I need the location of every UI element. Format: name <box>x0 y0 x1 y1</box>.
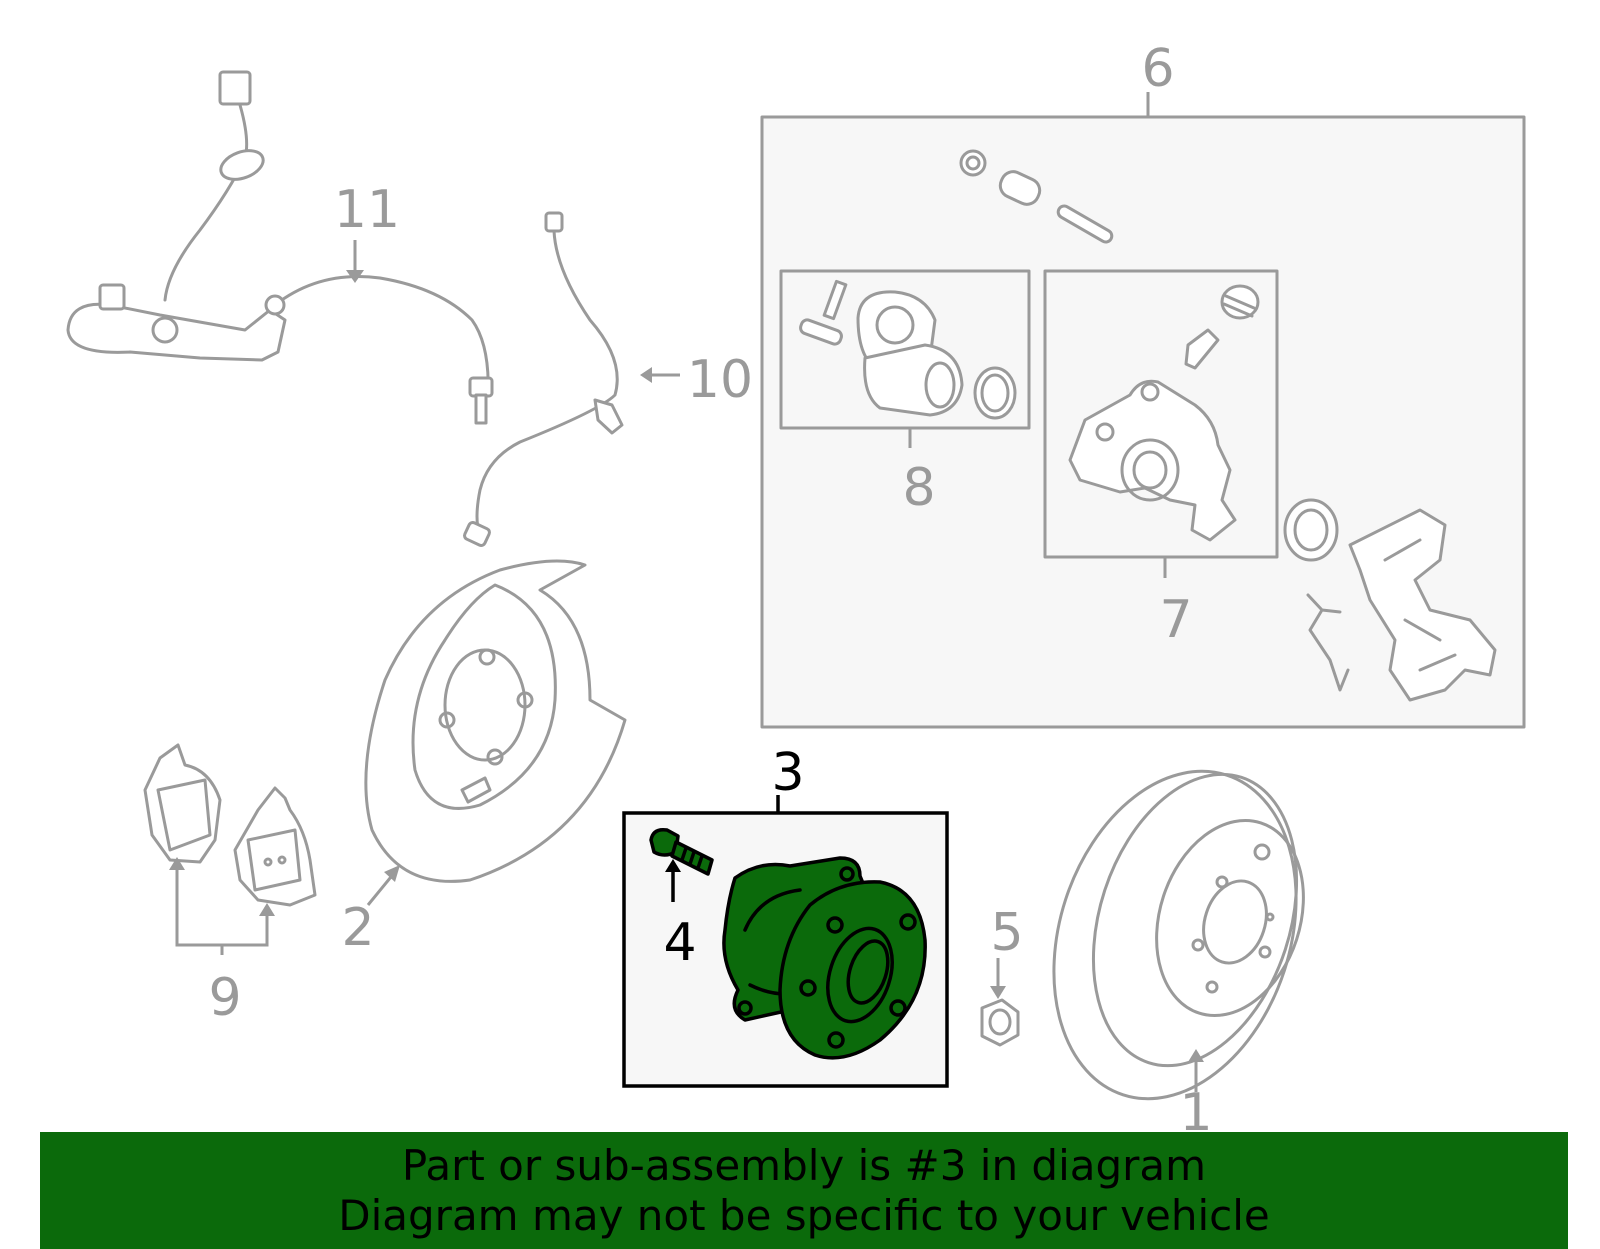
caliper-motor-part <box>799 279 1017 420</box>
callout-8: 8 <box>902 458 935 518</box>
callout-3: 3 <box>771 743 804 803</box>
wheel-stud-part <box>649 827 714 876</box>
brake-hose-part <box>463 211 624 547</box>
callout-5: 5 <box>990 903 1023 963</box>
caliper-body-part <box>1068 284 1260 542</box>
callout-7: 7 <box>1159 590 1192 650</box>
callout-11: 11 <box>334 180 400 240</box>
callout-6: 6 <box>1141 39 1174 99</box>
caliper-assembly-group <box>760 92 1526 729</box>
caliper-bracket-part <box>1348 508 1497 702</box>
banner-line-disclaimer: Diagram may not be specific to your vehi… <box>338 1190 1270 1240</box>
brake-pad-outer-part <box>233 786 317 907</box>
brake-rotor-part <box>1052 769 1305 1101</box>
lug-nut-part <box>980 998 1020 1047</box>
callout-4: 4 <box>663 913 696 973</box>
guide-pin-parts <box>959 149 1114 244</box>
banner-line-part-number: Part or sub-assembly is #3 in diagram <box>401 1140 1207 1190</box>
callout-10: 10 <box>687 350 753 410</box>
abs-sensor-harness-part <box>66 70 494 425</box>
brake-pad-inner-part <box>143 743 222 864</box>
anti-rattle-clip-part <box>1306 593 1350 692</box>
piston-seal-part <box>1283 498 1339 562</box>
callout-9: 9 <box>208 968 241 1028</box>
wheel-hub-bearing-part <box>722 856 927 1060</box>
hub-assembly-group <box>622 795 949 1088</box>
info-banner: Part or sub-assembly is #3 in diagram Di… <box>40 1132 1568 1249</box>
dust-shield-part <box>364 559 627 883</box>
callout-2: 2 <box>341 898 374 958</box>
